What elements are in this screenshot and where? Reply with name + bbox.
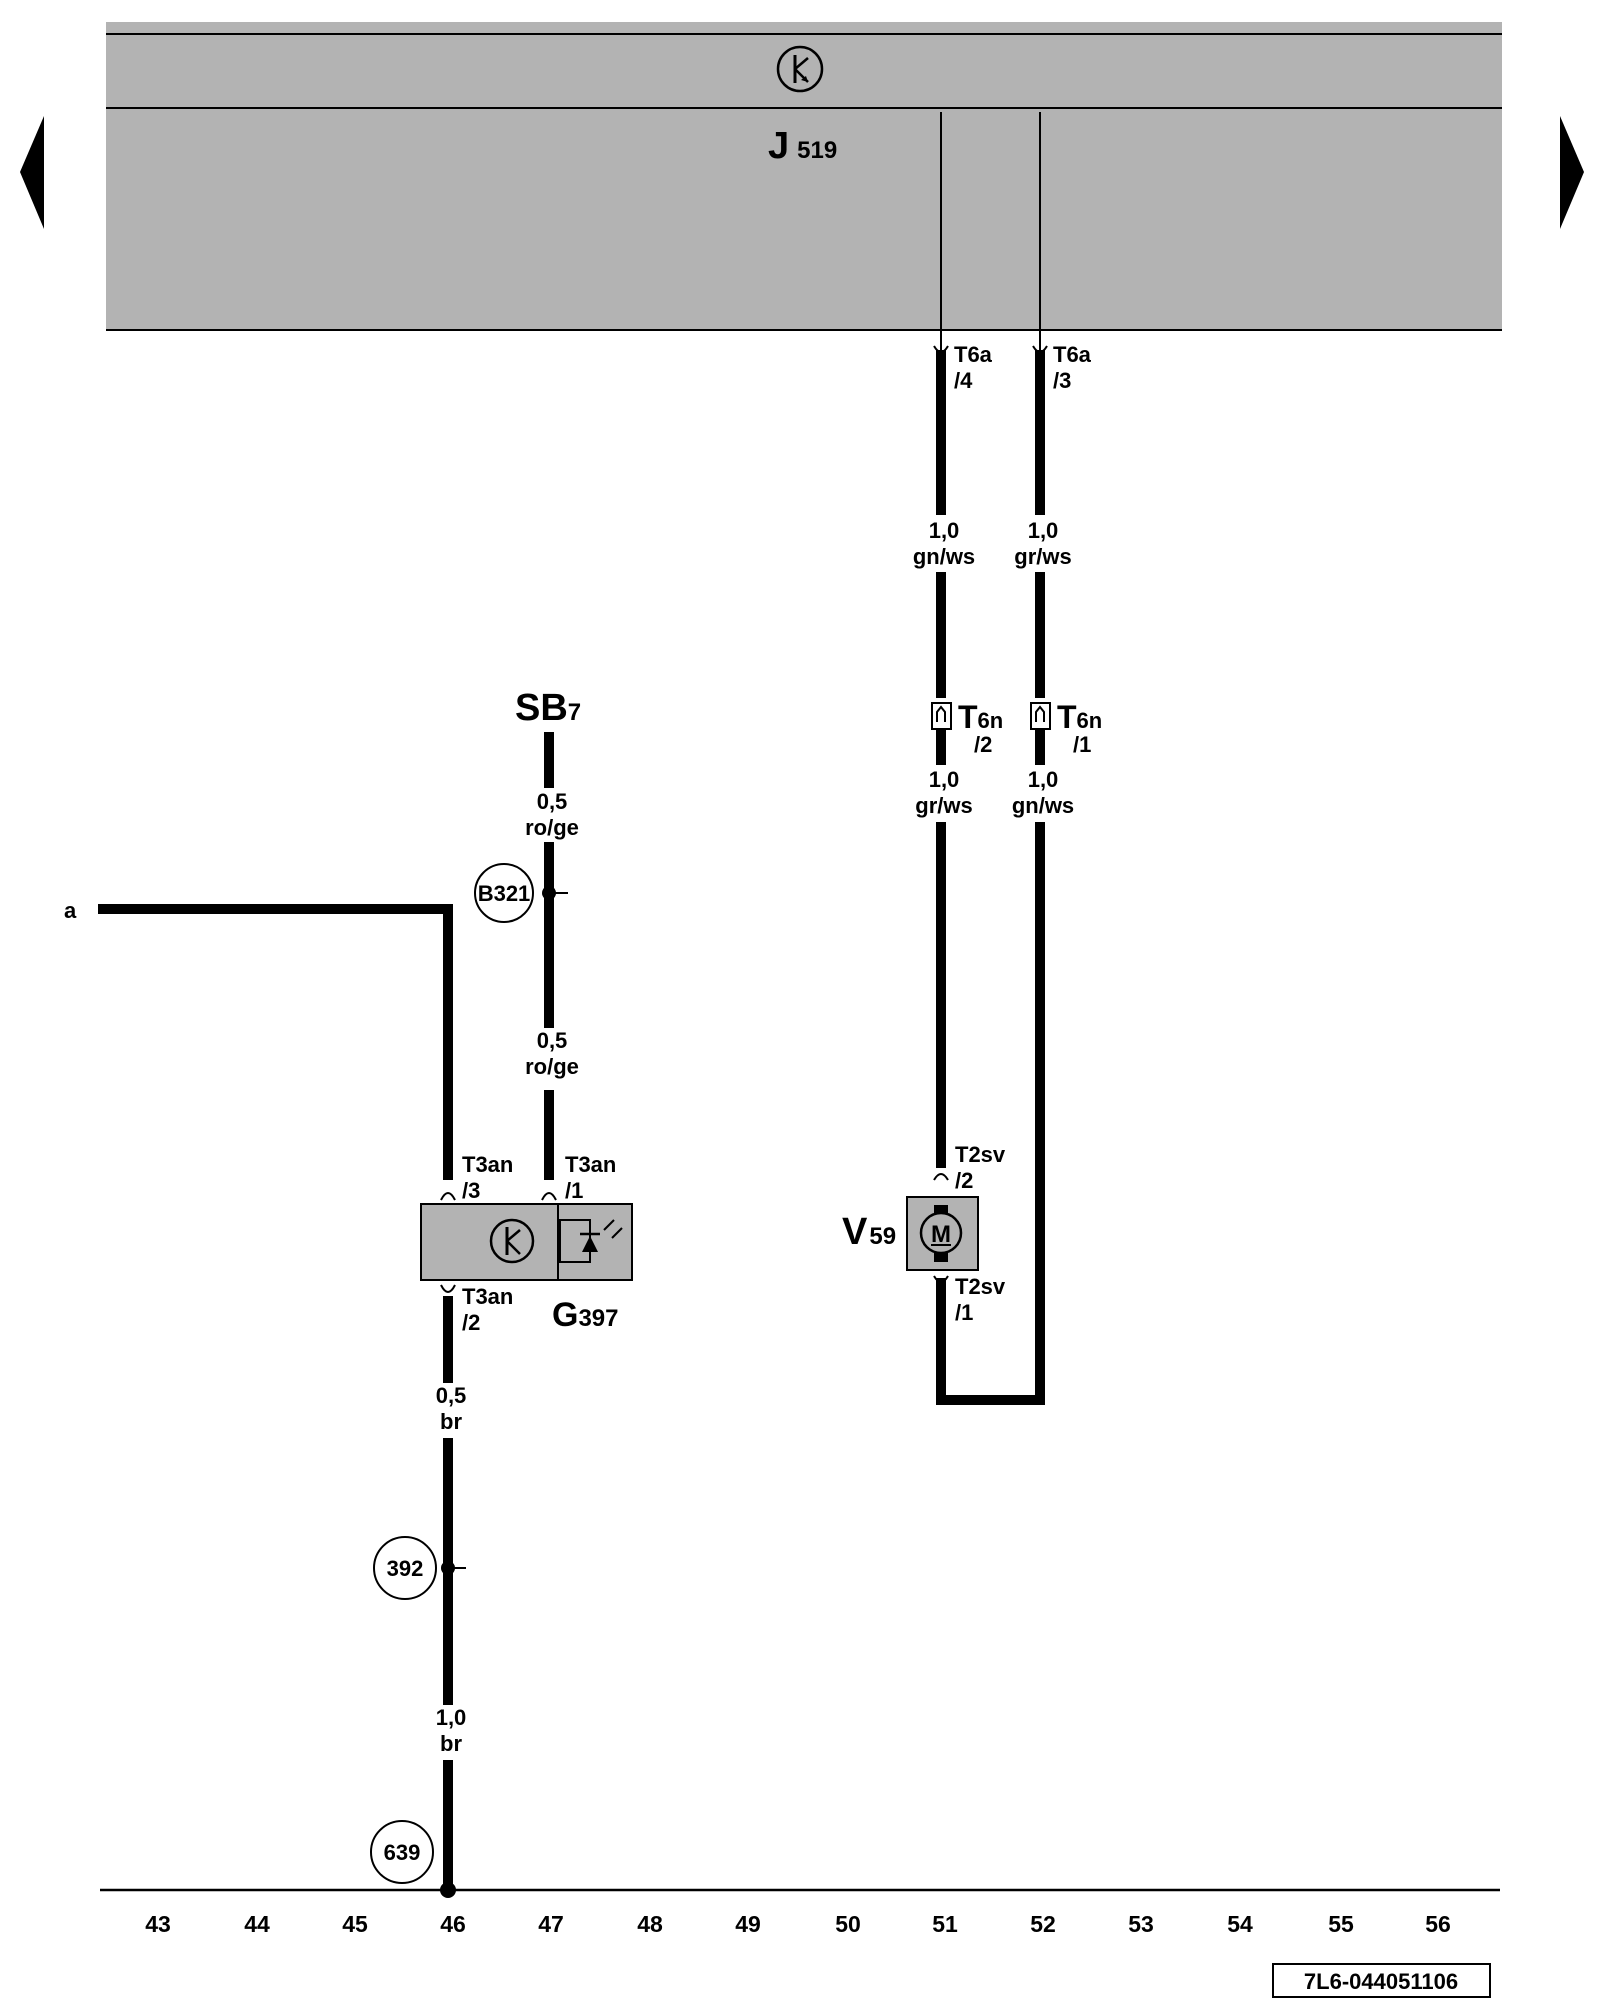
next-page-arrow-icon[interactable] — [1560, 116, 1584, 229]
grid-number: 45 — [342, 1911, 368, 1937]
wire-color-label: ro/ge — [525, 815, 579, 840]
electronic-control-unit-icon — [776, 45, 824, 93]
svg-text:639: 639 — [384, 1840, 421, 1865]
svg-text:392: 392 — [387, 1556, 424, 1581]
svg-text:T6a: T6a — [954, 342, 993, 367]
svg-text:/2: /2 — [955, 1168, 973, 1193]
svg-text:T3an: T3an — [462, 1284, 513, 1309]
grid-number: 52 — [1030, 1911, 1056, 1937]
wire-size-label: 0,5 — [537, 789, 568, 814]
connector-t6n-2: T6n /2 — [931, 699, 1003, 757]
svg-text:/3: /3 — [462, 1178, 480, 1203]
grid-number: 48 — [637, 1911, 663, 1937]
svg-text:T2sv: T2sv — [955, 1274, 1006, 1299]
svg-text:7L6-044051106: 7L6-044051106 — [1304, 1969, 1458, 1994]
grid-number: 55 — [1328, 1911, 1354, 1937]
motor-v59: T2sv /2 M T2sv /1 V59 — [842, 1142, 1006, 1325]
grid-number: 51 — [932, 1911, 958, 1937]
drawing-reference: 7L6-044051106 — [1272, 1963, 1491, 1998]
wire-size-label: 1,0 — [1028, 767, 1059, 792]
grid-number: 56 — [1425, 1911, 1451, 1937]
ground-point-639: 639 — [370, 1820, 434, 1884]
grid-number: 49 — [735, 1911, 761, 1937]
wire-size-label: 1,0 — [929, 767, 960, 792]
svg-text:/1: /1 — [1073, 732, 1091, 757]
connector-t6n-1: T6n /1 — [1030, 699, 1102, 757]
grid-number: 43 — [145, 1911, 171, 1937]
wire-color-label: gr/ws — [915, 793, 972, 818]
grid-number: 46 — [440, 1911, 466, 1937]
svg-text:B321: B321 — [478, 881, 531, 906]
previous-page-arrow-icon[interactable] — [20, 116, 44, 229]
grid-number: 54 — [1227, 1911, 1253, 1937]
grid-number: 47 — [538, 1911, 564, 1937]
svg-text:/1: /1 — [565, 1178, 583, 1203]
wire-size-label: 0,5 — [436, 1383, 467, 1408]
wire-color-label: gn/ws — [913, 544, 975, 569]
svg-text:T3an: T3an — [565, 1152, 616, 1177]
wire-color-label: ro/ge — [525, 1054, 579, 1079]
connector-t6a-3: T6a /3 — [1032, 342, 1092, 393]
svg-text:/4: /4 — [954, 368, 973, 393]
sensor-label: G397 — [552, 1296, 619, 1334]
fuse-label: SB7 — [515, 687, 581, 729]
grid-number: 50 — [835, 1911, 861, 1937]
wire-size-label: 1,0 — [436, 1705, 467, 1730]
connector-t6a-4: T6a /4 — [933, 342, 993, 393]
svg-text:/2: /2 — [974, 732, 992, 757]
splice-b321: B321 — [474, 863, 568, 923]
grid-number: 44 — [244, 1911, 270, 1937]
svg-text:T6a: T6a — [1053, 342, 1092, 367]
electronic-sensor-icon — [489, 1218, 535, 1264]
input-a-label: a — [64, 898, 77, 923]
grid-number: 53 — [1128, 1911, 1154, 1937]
photodiode-icon — [559, 1219, 623, 1263]
wire-color-label: gn/ws — [1012, 793, 1074, 818]
wire-size-label: 1,0 — [1028, 518, 1059, 543]
svg-text:T6n: T6n — [958, 699, 1003, 735]
svg-text:T3an: T3an — [462, 1152, 513, 1177]
wire-size-label: 0,5 — [537, 1028, 568, 1053]
grid-number-row: 43 44 45 46 47 48 49 50 51 52 53 54 55 56 — [145, 1911, 1451, 1937]
svg-text:T2sv: T2sv — [955, 1142, 1006, 1167]
wire-size-label: 1,0 — [929, 518, 960, 543]
ground-point-392: 392 — [373, 1536, 466, 1600]
motor-icon — [919, 1211, 963, 1255]
svg-text:/1: /1 — [955, 1300, 973, 1325]
wire-color-label: br — [440, 1731, 462, 1756]
svg-text:/3: /3 — [1053, 368, 1071, 393]
wire-color-label: br — [440, 1409, 462, 1434]
svg-text:/2: /2 — [462, 1310, 480, 1335]
svg-text:M: M — [931, 1221, 951, 1248]
sensor-g397: T3an /3 T3an /1 T3an /2 G397 — [420, 1152, 633, 1335]
svg-text:T6n: T6n — [1057, 699, 1102, 735]
wire-color-label: gr/ws — [1014, 544, 1071, 569]
motor-label: V59 — [842, 1211, 896, 1253]
